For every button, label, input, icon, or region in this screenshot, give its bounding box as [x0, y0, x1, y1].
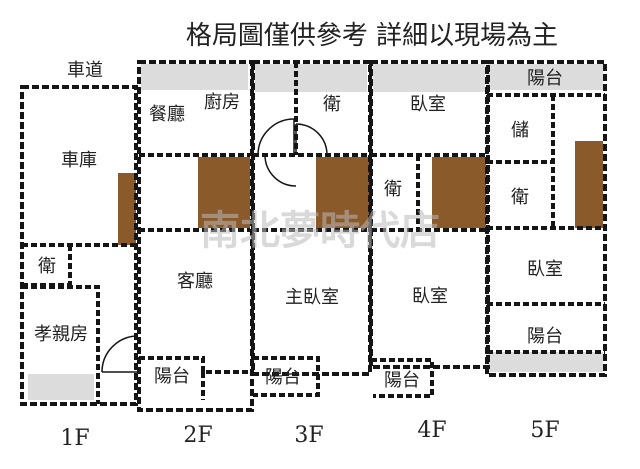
room-f4-bath: 衛 [384, 179, 402, 200]
room-living: 客廳 [177, 271, 213, 292]
room-f3-balcony: 陽台 [265, 367, 301, 388]
room-dining: 餐廳 [149, 104, 185, 125]
room-kitchen: 廚房 [204, 91, 240, 113]
room-f4-bedroom: 臥室 [412, 286, 448, 307]
floor-label-2f: 2F [183, 423, 212, 448]
floor-label-5f: 5F [530, 418, 559, 443]
room-f1-bath: 衛 [38, 256, 56, 277]
room-f3-bath: 衛 [323, 94, 341, 115]
watermark: 南北夢時代店 [200, 207, 440, 254]
room-f2-balcony: 陽台 [154, 366, 190, 387]
plan-title: 格局圖僅供參考 詳細以現場為主 [186, 21, 558, 51]
room-garage: 車庫 [61, 150, 97, 171]
room-storage: 儲 [511, 120, 529, 141]
street-label: 車道 [67, 60, 103, 81]
staircases [118, 141, 603, 245]
gray-areas [28, 64, 603, 400]
floor-labels: 1F 2F 3F 4F 5F [60, 418, 559, 451]
room-elder-room: 孝親房 [34, 324, 88, 345]
room-master-bedroom: 主臥室 [285, 287, 339, 308]
floor-label-4f: 4F [417, 418, 446, 443]
room-f5-bedroom: 臥室 [527, 259, 563, 280]
room-labels: 車庫 衛 孝親房 餐廳 廚房 客廳 陽台 衛 主臥室 陽台 臥室 衛 臥室 陽台… [34, 68, 563, 391]
room-f4-bedroom-top: 臥室 [410, 94, 446, 115]
room-f5-balcony-bottom: 陽台 [527, 326, 563, 347]
room-f5-balcony-top: 陽台 [527, 68, 563, 89]
doors [101, 118, 328, 373]
room-f4-balcony: 陽台 [384, 370, 420, 391]
floor-label-1f: 1F [60, 426, 89, 451]
room-f5-bath: 衛 [511, 187, 529, 208]
floor-label-3f: 3F [294, 423, 323, 448]
